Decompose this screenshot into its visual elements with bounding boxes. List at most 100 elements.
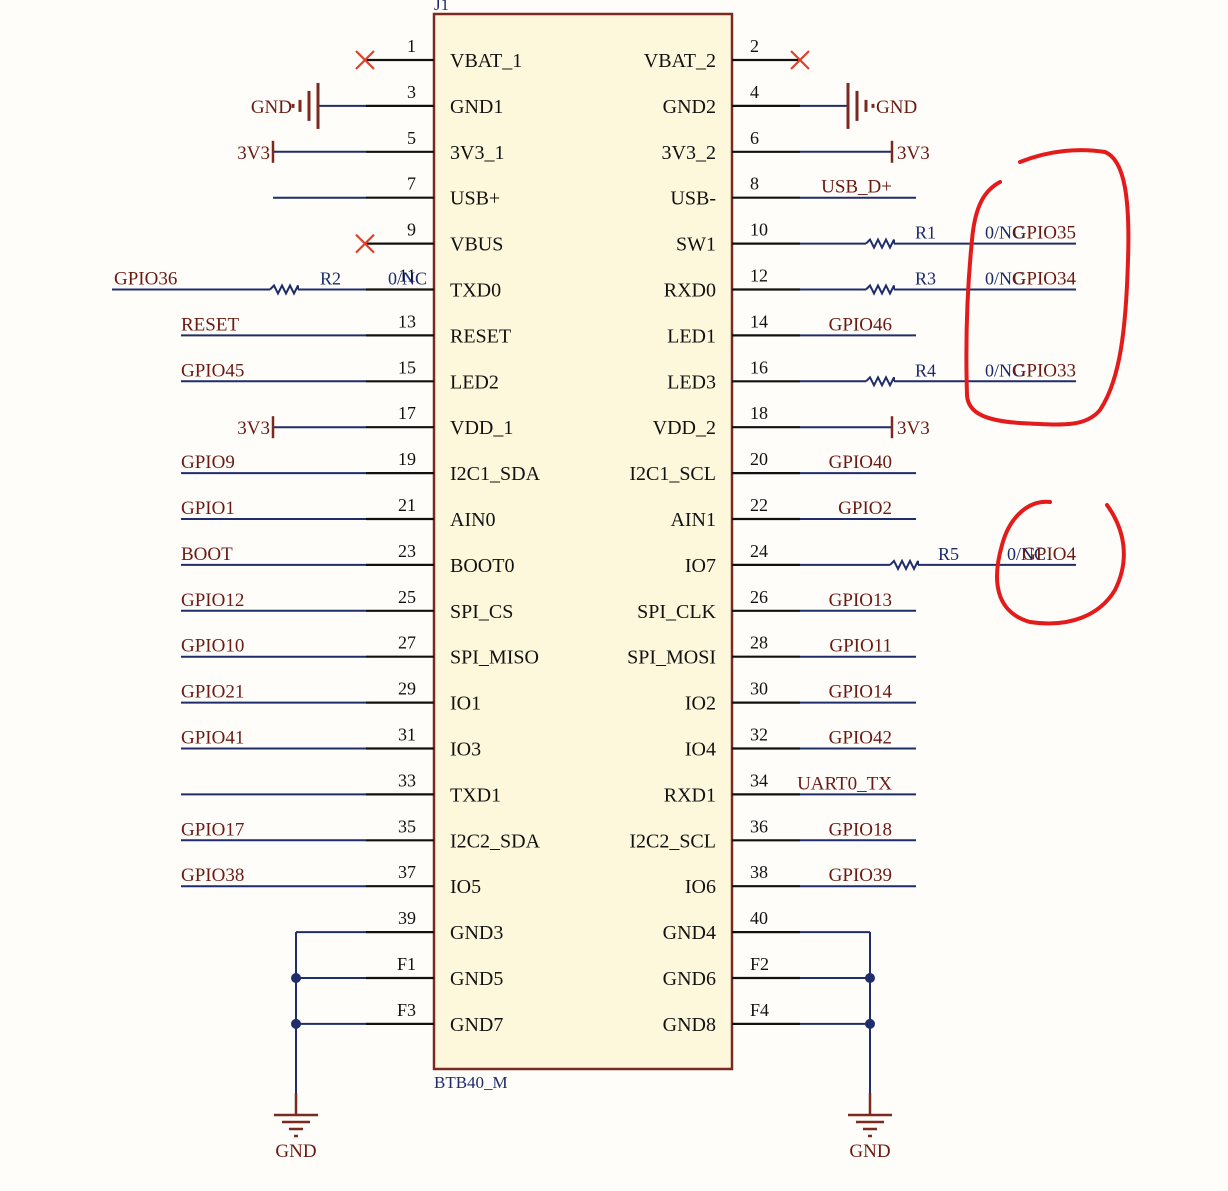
net-label: GPIO21 <box>181 682 244 703</box>
pin-number: 16 <box>750 357 768 377</box>
resistor-value: 0/NC <box>985 269 1024 289</box>
pin-number: 38 <box>750 862 768 882</box>
pin-name: SPI_MOSI <box>627 647 716 669</box>
component-part-number: BTB40_M <box>434 1073 508 1092</box>
resistor-designator: R5 <box>938 544 959 564</box>
net-label: 3V3 <box>237 418 270 439</box>
pin-number: 33 <box>398 770 416 790</box>
net-label: USB_D+ <box>821 177 892 198</box>
net-label: GPIO4 <box>1022 544 1076 565</box>
component-body[interactable] <box>432 12 734 1071</box>
net-label: 3V3 <box>897 418 930 439</box>
net-label: GPIO12 <box>181 590 244 611</box>
pin-name: USB+ <box>450 188 500 210</box>
net-label: GPIO35 <box>1013 223 1076 244</box>
pin-number: 9 <box>407 220 416 240</box>
component-designator: J1 <box>434 0 449 14</box>
pin-name: 3V3_2 <box>662 142 716 164</box>
pin-name: SPI_CS <box>450 601 513 623</box>
pin-name: GND4 <box>663 922 716 944</box>
pin-name: GND1 <box>450 96 503 118</box>
resistor-value: 0/NC <box>388 269 427 289</box>
net-label: GPIO41 <box>181 728 244 749</box>
resistor-value: 0/NC <box>985 360 1024 380</box>
pin-name: I2C2_SDA <box>450 830 541 852</box>
ground-label-right: GND <box>849 1141 890 1162</box>
net-label: RESET <box>181 314 239 335</box>
net-label: GPIO46 <box>829 314 892 335</box>
pin-name: GND2 <box>663 96 716 118</box>
pin-name: GND5 <box>450 968 503 990</box>
pin-number: F3 <box>397 1000 416 1020</box>
pin-name: VBAT_2 <box>644 50 716 72</box>
net-label: GPIO14 <box>829 682 893 703</box>
pin-name: 3V3_1 <box>450 142 504 164</box>
resistor-icon <box>865 283 895 296</box>
pin-number: 14 <box>750 311 768 331</box>
net-label: GPIO1 <box>181 498 235 519</box>
pin-number: 24 <box>750 541 768 561</box>
pin-number: 7 <box>407 174 416 194</box>
pin-name: I2C1_SCL <box>629 463 716 485</box>
pin-name: TXD1 <box>450 784 501 806</box>
pin-number: 20 <box>750 449 768 469</box>
net-label: GPIO18 <box>829 819 892 840</box>
pin-name: SPI_MISO <box>450 647 539 669</box>
resistor-icon <box>889 558 919 572</box>
pin-name: IO6 <box>685 876 716 898</box>
resistor-designator: R4 <box>915 360 936 380</box>
pin-name: USB- <box>670 188 716 210</box>
pin-name: BOOT0 <box>450 555 514 577</box>
net-label: GPIO2 <box>838 498 892 519</box>
pin-number: 34 <box>750 770 768 790</box>
pin-number: 32 <box>750 725 768 745</box>
no-connect-icon <box>355 50 375 70</box>
